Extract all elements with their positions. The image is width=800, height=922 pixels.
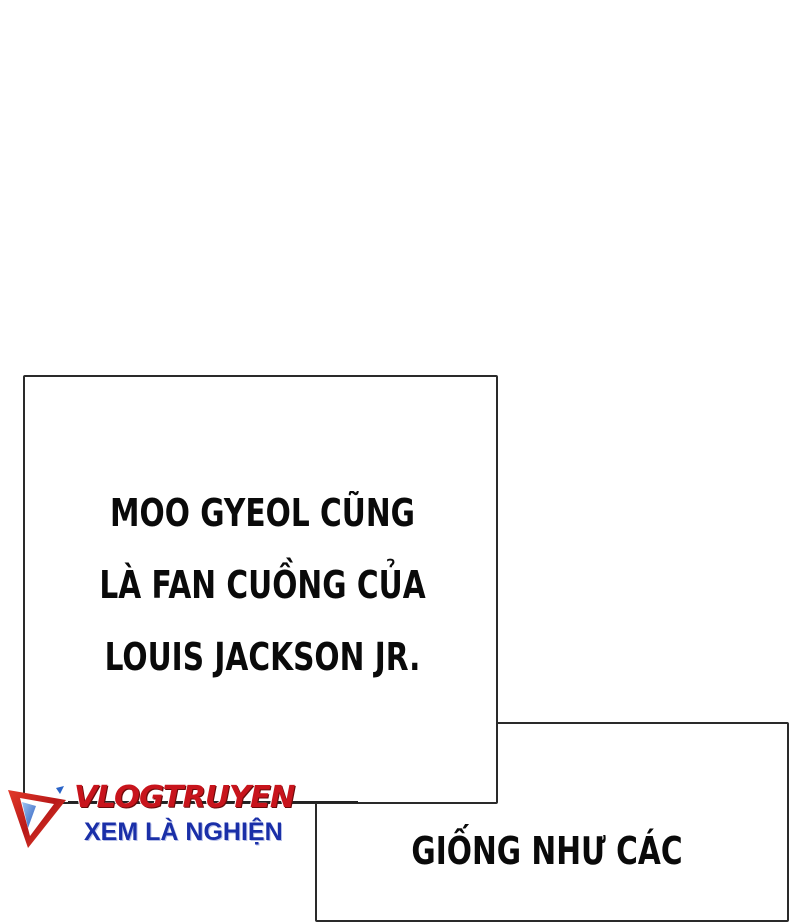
watermark-title: VLOGTRUYEN: [74, 780, 295, 815]
speech-line: LÀ FAN CUỒNG CỦA: [99, 563, 426, 607]
speech-text-2: GIỐNG NHƯ CÁC: [352, 822, 742, 880]
watermark-subtitle: XEM LÀ NGHIỆN: [84, 818, 283, 846]
triangle-logo-icon: [8, 786, 66, 848]
speech-text-1: MOO GYEOL CŨNG LÀ FAN CUỒNG CỦA LOUIS JA…: [46, 477, 479, 693]
speech-line: LOUIS JACKSON JR.: [104, 635, 421, 679]
watermark-logo: VLOGTRUYEN XEM LÀ NGHIỆN: [4, 778, 358, 856]
speech-line: MOO GYEOL CŨNG: [110, 491, 415, 535]
speech-line: GIỐNG NHƯ CÁC: [411, 829, 683, 873]
comic-panel-1: MOO GYEOL CŨNG LÀ FAN CUỒNG CỦA LOUIS JA…: [23, 375, 498, 804]
watermark-divider: [68, 801, 358, 803]
